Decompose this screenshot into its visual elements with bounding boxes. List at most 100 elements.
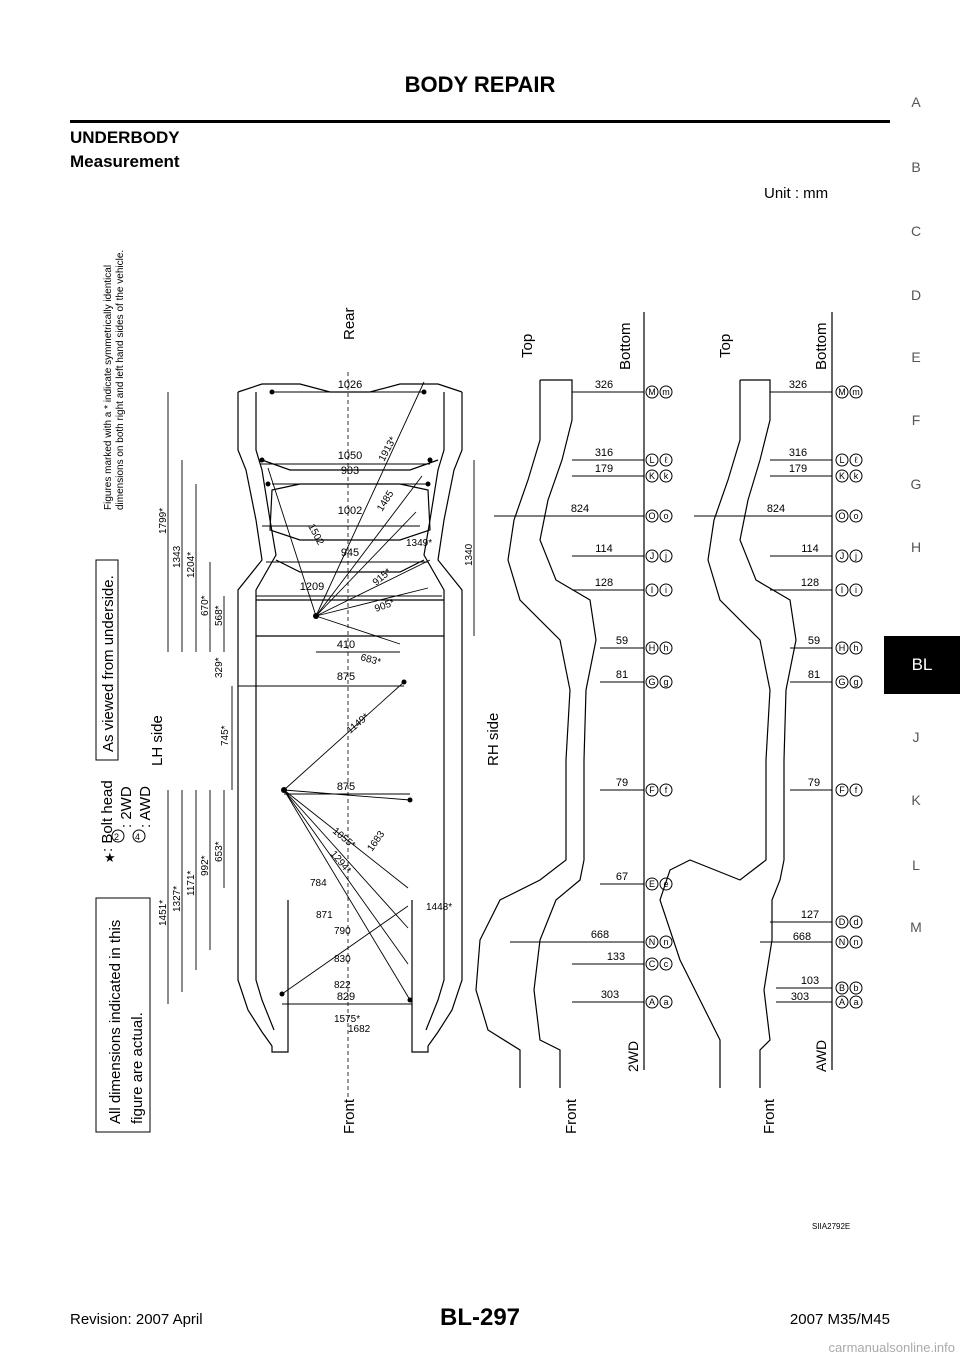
svg-text:2: 2 bbox=[114, 832, 119, 842]
side-tab-l[interactable]: L bbox=[912, 857, 920, 873]
plan-diag-label: 915* bbox=[371, 567, 394, 589]
plan-length-label: 992* bbox=[200, 855, 211, 876]
svg-text:179: 179 bbox=[595, 463, 613, 475]
svg-text:f: f bbox=[855, 785, 858, 795]
svg-text:128: 128 bbox=[801, 577, 819, 589]
plan-diag-label: 822 bbox=[334, 980, 351, 991]
plan-width-label: 875 bbox=[337, 781, 355, 793]
svg-text:d: d bbox=[853, 917, 858, 927]
svg-text:81: 81 bbox=[808, 669, 820, 681]
svg-text:b: b bbox=[853, 983, 858, 993]
side-tab-m[interactable]: M bbox=[910, 919, 922, 935]
side-tab-a[interactable]: A bbox=[911, 94, 921, 110]
svg-text:A: A bbox=[649, 997, 655, 1007]
side-tab-e[interactable]: E bbox=[911, 349, 921, 365]
plan-length-label: 653* bbox=[214, 841, 225, 862]
plan-diag-label: 1683 bbox=[365, 829, 387, 854]
svg-text:j: j bbox=[854, 551, 857, 561]
svg-text:133: 133 bbox=[607, 951, 625, 963]
svg-text:g: g bbox=[853, 677, 858, 687]
svg-text:127: 127 bbox=[801, 909, 819, 921]
plan-right-rail-outer bbox=[427, 392, 463, 1047]
svg-text:O: O bbox=[648, 511, 655, 521]
side-tab-c[interactable]: C bbox=[910, 223, 922, 239]
svg-text:59: 59 bbox=[808, 635, 820, 647]
plan-cross-1 bbox=[261, 459, 439, 471]
side-tab-f[interactable]: F bbox=[911, 412, 921, 428]
plan-right-rail-inner bbox=[423, 392, 445, 1031]
plan-length-label: 1171* bbox=[186, 870, 197, 896]
side-tab-bl-active[interactable]: BL bbox=[884, 636, 960, 694]
point-badges-2wd: M m L ℓ K k O o J j I i H h G g F f E e … bbox=[645, 385, 673, 1009]
plan-front-right bbox=[411, 900, 429, 1053]
svg-text:a: a bbox=[663, 997, 668, 1007]
svg-text:I: I bbox=[841, 585, 844, 595]
svg-text:4: 4 bbox=[135, 832, 140, 842]
svg-text:H: H bbox=[839, 643, 846, 653]
footer-page-number: BL-297 bbox=[439, 1304, 521, 1331]
note-symmetric-line2: dimensions on both right and left hand s… bbox=[115, 250, 126, 510]
subsection-title: Measurement bbox=[70, 152, 180, 171]
side-tab-g[interactable]: G bbox=[910, 476, 922, 492]
svg-text:G: G bbox=[648, 677, 655, 687]
svg-text:103: 103 bbox=[801, 975, 819, 987]
figure-code: SIIA2792E bbox=[812, 1222, 851, 1231]
svg-text:824: 824 bbox=[571, 503, 589, 515]
svg-text:79: 79 bbox=[808, 777, 820, 789]
svg-text:e: e bbox=[663, 879, 668, 889]
svg-text:L: L bbox=[839, 455, 844, 465]
footer-site-watermark[interactable]: carmanualsonline.info bbox=[828, 1340, 955, 1355]
page-header-title: BODY REPAIR bbox=[404, 72, 556, 97]
side-tab-k[interactable]: K bbox=[911, 792, 921, 808]
svg-text:H: H bbox=[649, 643, 656, 653]
plan-diag-label: 1055* bbox=[330, 826, 357, 851]
side-tab-b[interactable]: B bbox=[911, 159, 921, 175]
side-tab-d[interactable]: D bbox=[910, 287, 922, 303]
unit-label: Unit : mm bbox=[764, 185, 829, 202]
plan-length-label: 1340 bbox=[464, 543, 475, 566]
header-rule bbox=[70, 120, 890, 123]
svg-text:F: F bbox=[839, 785, 845, 795]
svg-text:824: 824 bbox=[767, 503, 785, 515]
svg-text:D: D bbox=[839, 917, 846, 927]
svg-text:f: f bbox=[665, 785, 668, 795]
svg-text:o: o bbox=[853, 511, 858, 521]
plan-length-label: 670* bbox=[200, 595, 211, 616]
bottom-label-2wd: Bottom bbox=[617, 322, 634, 370]
note-actual-line1: All dimensions indicated in this bbox=[107, 920, 124, 1124]
plan-diag-label: 1485 bbox=[375, 489, 396, 514]
front-label-plan: Front bbox=[341, 1098, 358, 1134]
plan-width-label: 829 bbox=[337, 991, 355, 1003]
side-tab-h[interactable]: H bbox=[910, 539, 922, 555]
svg-text:K: K bbox=[649, 471, 655, 481]
plan-length-label: 568* bbox=[214, 605, 225, 626]
label-2wd: 2WD bbox=[625, 1041, 641, 1072]
plan-width-label: 1209 bbox=[300, 581, 324, 593]
plan-left-rail-inner bbox=[255, 392, 277, 1031]
svg-text:M: M bbox=[838, 387, 846, 397]
top-label-2wd: Top bbox=[519, 334, 536, 358]
bottom-label-awd: Bottom bbox=[813, 322, 830, 370]
plan-length-label: 329* bbox=[214, 657, 225, 678]
plan-length-label: 1204* bbox=[186, 552, 197, 578]
rear-label: Rear bbox=[341, 307, 358, 340]
plan-length-label: 1799* bbox=[158, 508, 169, 534]
svg-text:326: 326 bbox=[789, 379, 807, 391]
plan-length-label: 745* bbox=[220, 725, 231, 746]
svg-text:k: k bbox=[664, 471, 669, 481]
svg-text:★: ★ bbox=[104, 850, 116, 865]
svg-text:m: m bbox=[662, 387, 670, 397]
side-tab-j[interactable]: J bbox=[912, 729, 920, 745]
plan-diag-label: 1913* bbox=[377, 435, 399, 463]
svg-text:E: E bbox=[649, 879, 655, 889]
plan-diag-label: 1682 bbox=[348, 1024, 371, 1035]
plan-length-label: 1451* bbox=[158, 900, 169, 926]
svg-text:L: L bbox=[649, 455, 654, 465]
svg-text:81: 81 bbox=[616, 669, 628, 681]
plan-width-label: 903 bbox=[341, 465, 359, 477]
svg-text:303: 303 bbox=[791, 991, 809, 1003]
side-view-2wd bbox=[475, 312, 645, 1088]
svg-text:179: 179 bbox=[789, 463, 807, 475]
svg-text:326: 326 bbox=[595, 379, 613, 391]
